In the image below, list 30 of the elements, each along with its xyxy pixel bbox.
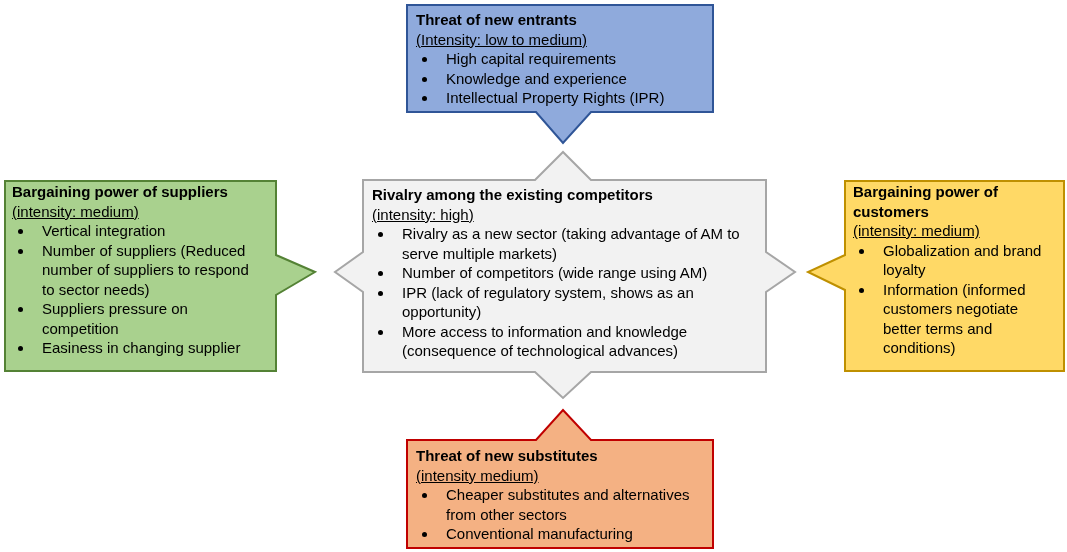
callout-box xyxy=(406,4,714,143)
callout-box xyxy=(335,152,795,398)
callout-heading: Bargaining power of suppliers xyxy=(12,182,229,202)
bullet-item: Cheaper substitutes and alternatives from other sectors xyxy=(446,486,690,523)
bullet-item: Information (informed customers negotiate better terms and conditions) xyxy=(883,280,1026,356)
bullet-item: Intellectual Property Rights (IPR) xyxy=(446,89,665,106)
intensity-note: (Intensity: low to medium) xyxy=(416,29,588,49)
callout-box xyxy=(4,180,315,372)
callout-box xyxy=(406,410,714,549)
bullet-item: Easiness in changing supplier xyxy=(42,339,241,356)
bullet-item: Rivalry as a new sector (taking advantage of AM to serve multiple markets) xyxy=(402,225,740,262)
intensity-note: (intensity medium) xyxy=(416,465,540,485)
callout-heading: Threat of new substitutes xyxy=(416,446,599,466)
callout-heading: Threat of new entrants xyxy=(416,10,578,30)
bullet-item: More access to information and knowledge (consequence of technological advances) xyxy=(402,322,688,359)
bullet-item: IPR (lack of regulatory system, shows as an opportunity) xyxy=(402,283,694,320)
callout-box xyxy=(808,180,1065,372)
bullet-item: Conventional manufacturing xyxy=(446,525,633,542)
bullet-item: Globalization and brand loyalty xyxy=(883,241,1042,278)
callout-heading: Rivalry among the existing competitors xyxy=(372,185,654,205)
intensity-note: (intensity: medium) xyxy=(12,201,140,221)
bullet-item: High capital requirements xyxy=(446,50,617,67)
bullet-item: Number of competitors (wide range using AM) xyxy=(402,264,708,281)
bullet-item: Vertical integration xyxy=(42,222,166,239)
intensity-note: (intensity: high) xyxy=(372,204,475,224)
intensity-note: (intensity: medium) xyxy=(853,221,981,241)
bullet-item: Knowledge and experience xyxy=(446,69,627,87)
bullet-item: Suppliers pressure on competition xyxy=(42,300,188,337)
callout-heading: Bargaining power of customers xyxy=(853,182,999,221)
bullet-item: Number of suppliers (Reduced number of suppliers to respond to sector needs) xyxy=(42,241,249,298)
